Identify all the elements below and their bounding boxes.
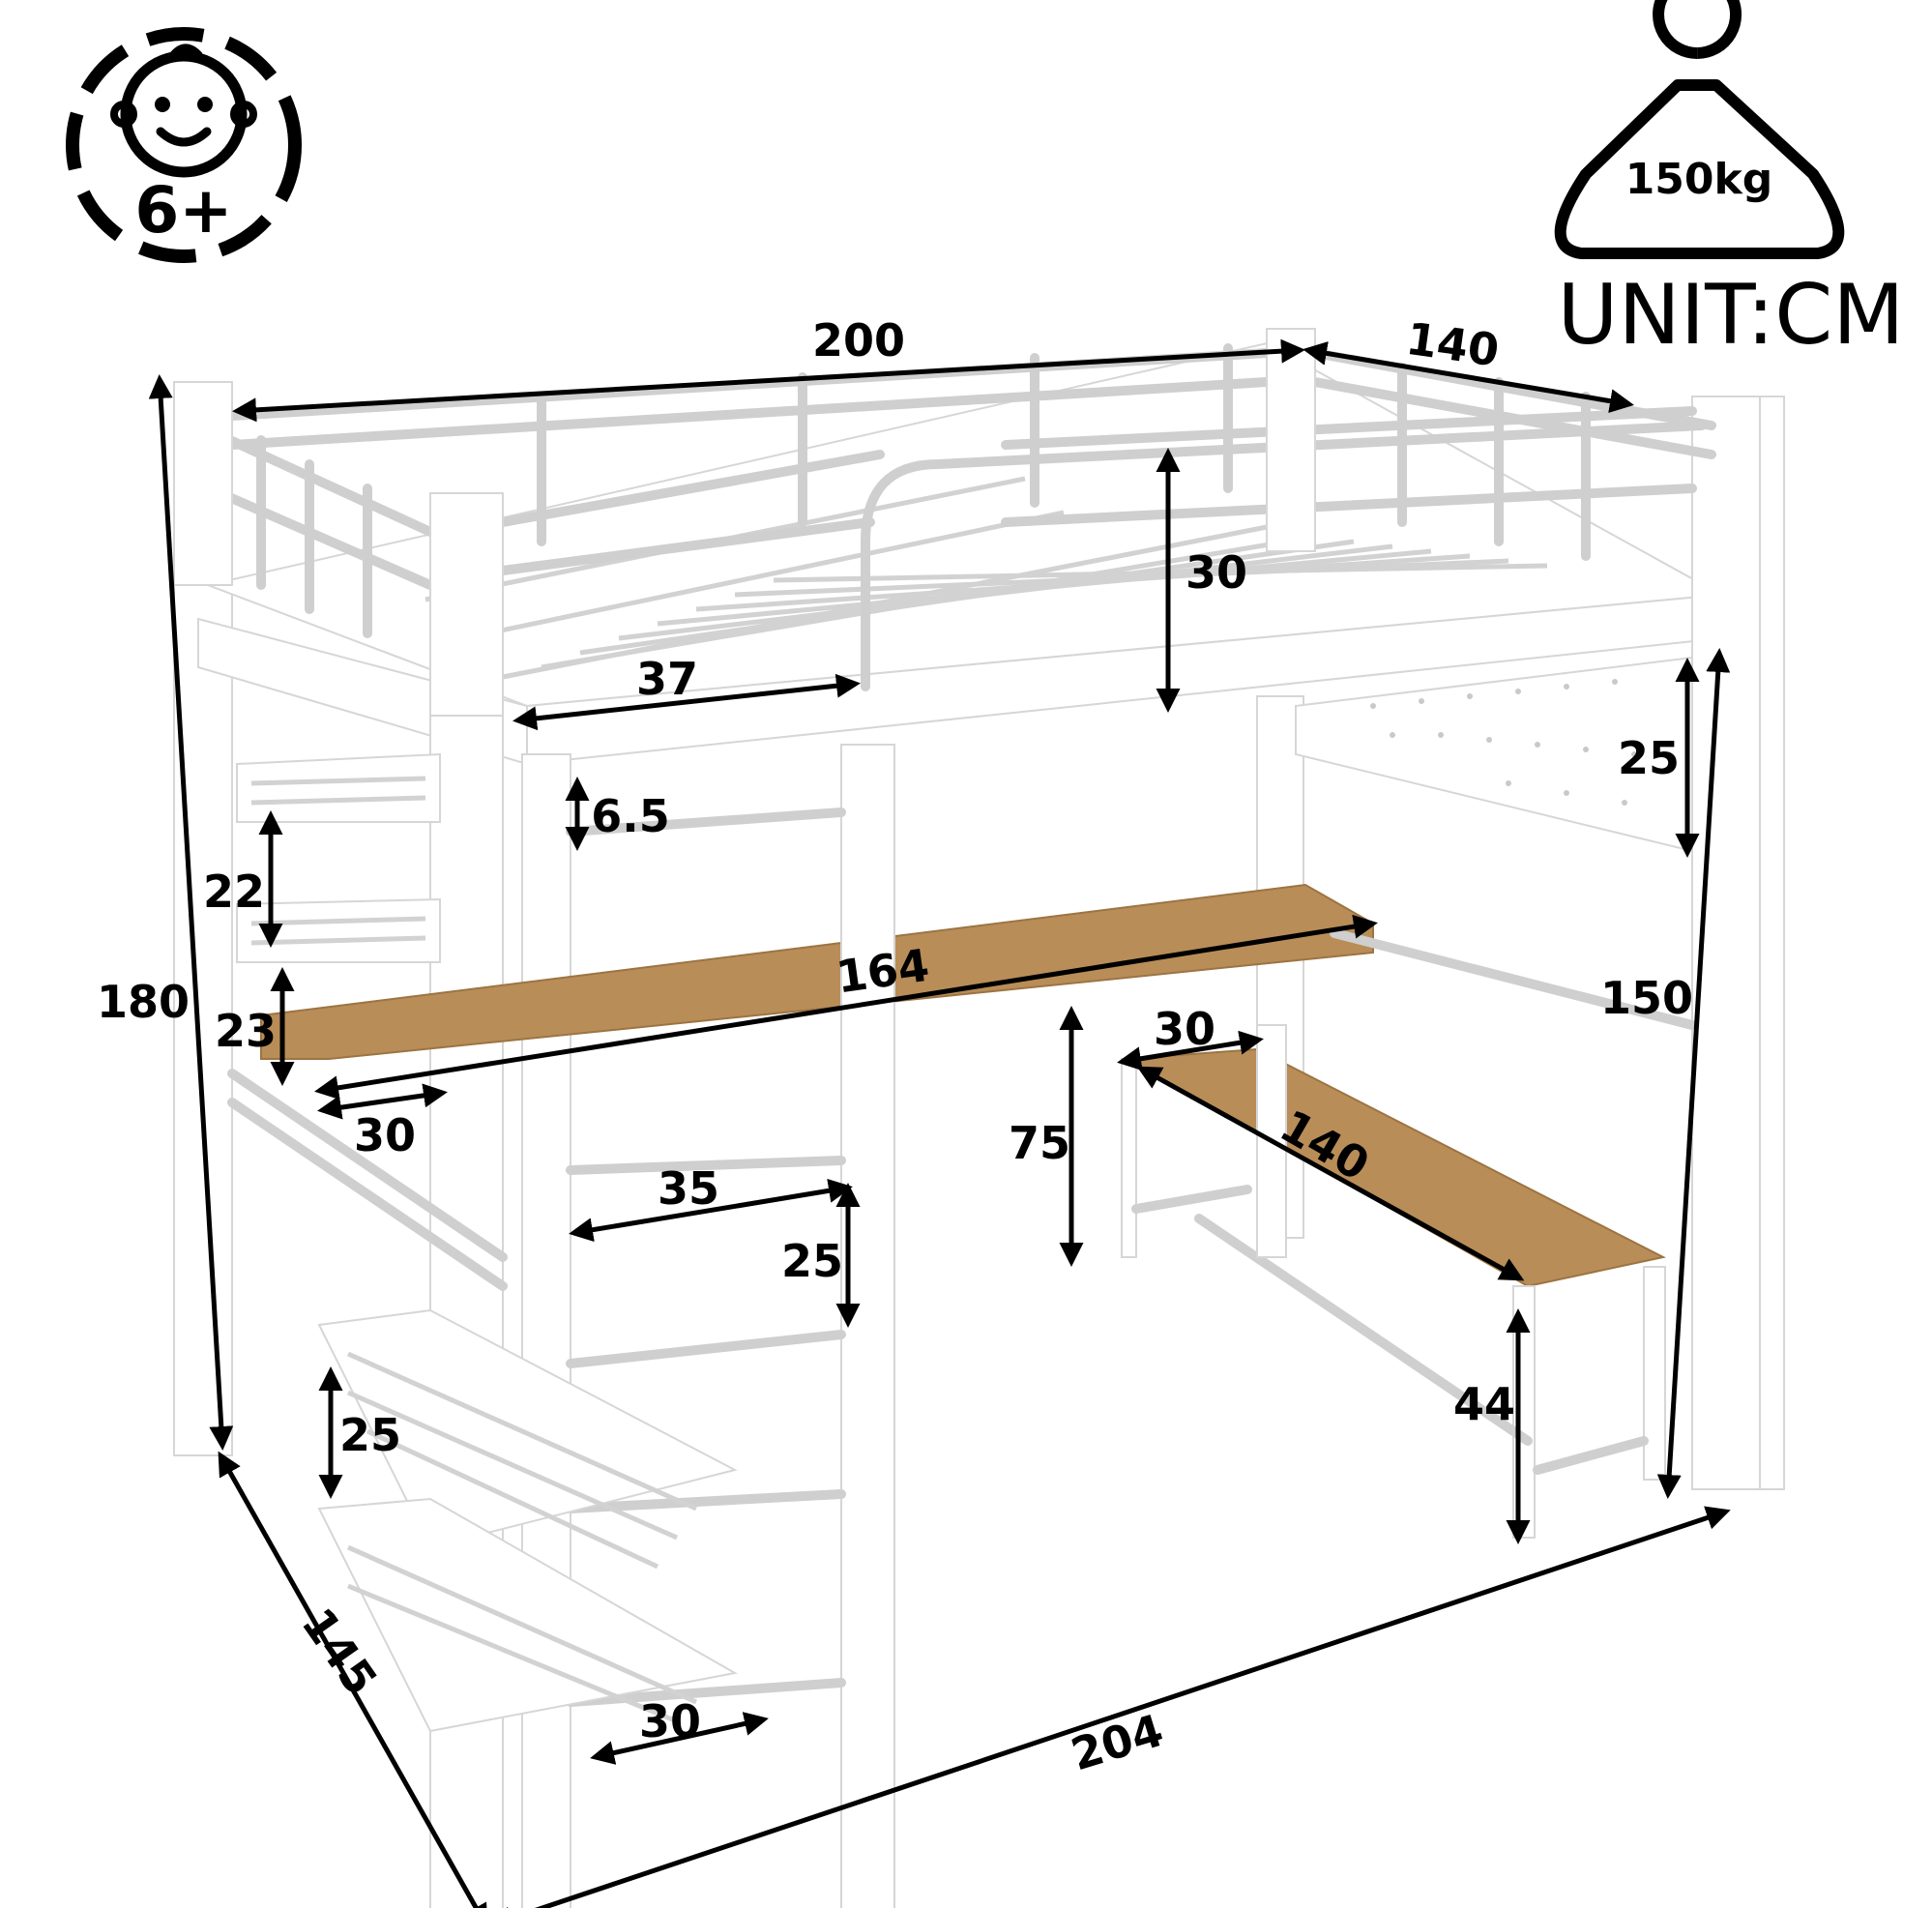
dimension-lines — [148, 338, 1731, 1908]
weight-label: 150kg — [1625, 155, 1773, 204]
child-face-icon — [110, 44, 257, 178]
shelf-spacing-lower-label: 23 — [215, 1005, 277, 1057]
weight-icon — [1554, 0, 1845, 259]
ladder-rung-width-label: 35 — [658, 1162, 719, 1215]
ladder-opening-label: 37 — [636, 653, 698, 705]
desk-depth-label: 30 — [354, 1109, 416, 1161]
total-height-label: 180 — [97, 976, 190, 1028]
bed-length-label: 200 — [812, 314, 905, 367]
age-label: 6+ — [134, 173, 232, 248]
bottom-shelf-depth-label: 30 — [639, 1695, 701, 1747]
bench-height-label: 44 — [1453, 1378, 1515, 1430]
desk-length-label: 164 — [833, 939, 932, 1004]
ladder-rung-spacing-label: 25 — [781, 1235, 843, 1287]
clearance-label: 150 — [1600, 972, 1693, 1024]
desk-height-label: 75 — [1009, 1117, 1070, 1169]
overall-length-label: 204 — [1066, 1704, 1170, 1781]
shelf-gap-top-label: 6.5 — [591, 790, 670, 842]
age-badge: 6+ — [66, 27, 302, 263]
bottom-shelf-spacing-label: 25 — [339, 1409, 401, 1461]
pegboard-height-label: 25 — [1618, 732, 1680, 784]
weight-badge: 150kg — [1554, 0, 1845, 259]
bed-width-label: 140 — [1403, 312, 1503, 377]
unit-label: UNIT:CM — [1558, 267, 1905, 364]
guardrail-height-label: 30 — [1186, 546, 1247, 599]
shelf-spacing-upper-label: 22 — [203, 866, 265, 918]
bench-depth-label: 30 — [1154, 1003, 1215, 1055]
